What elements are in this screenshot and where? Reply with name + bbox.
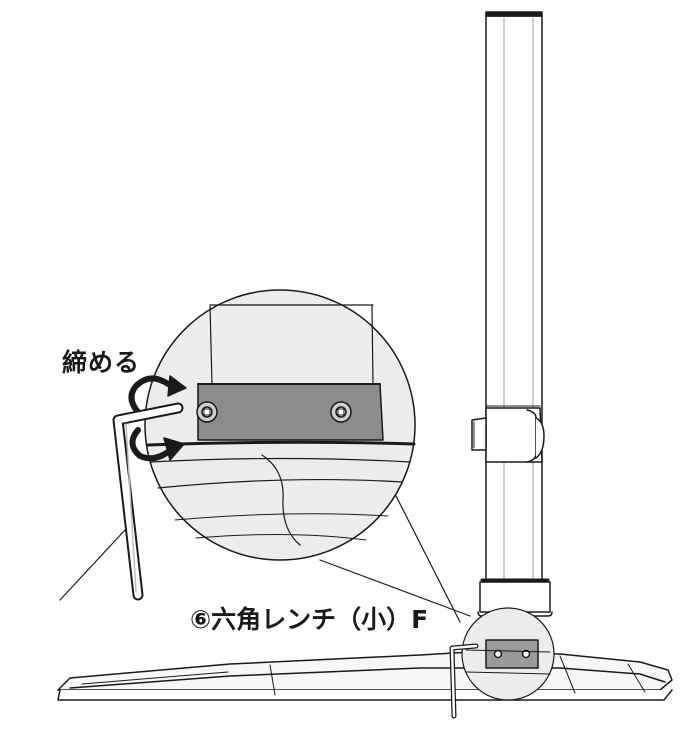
pole-clamp: [471, 405, 545, 463]
rotation-arrow-icon: [128, 375, 187, 462]
screw-icon: [330, 401, 352, 423]
hex-wrench-icon: [449, 643, 479, 719]
stand-pole: [485, 11, 543, 581]
hex-wrench-icon: [112, 402, 184, 601]
magnified-detail-circle: [144, 289, 416, 561]
small-detail-circle: [461, 607, 555, 701]
wrench-leader-line: [59, 529, 126, 601]
stand-base: [57, 651, 673, 701]
hex-wrench-label: ⑥六角レンチ（小）F: [190, 605, 429, 634]
tighten-label: 締める: [62, 348, 141, 377]
screw-icon: [196, 401, 218, 423]
